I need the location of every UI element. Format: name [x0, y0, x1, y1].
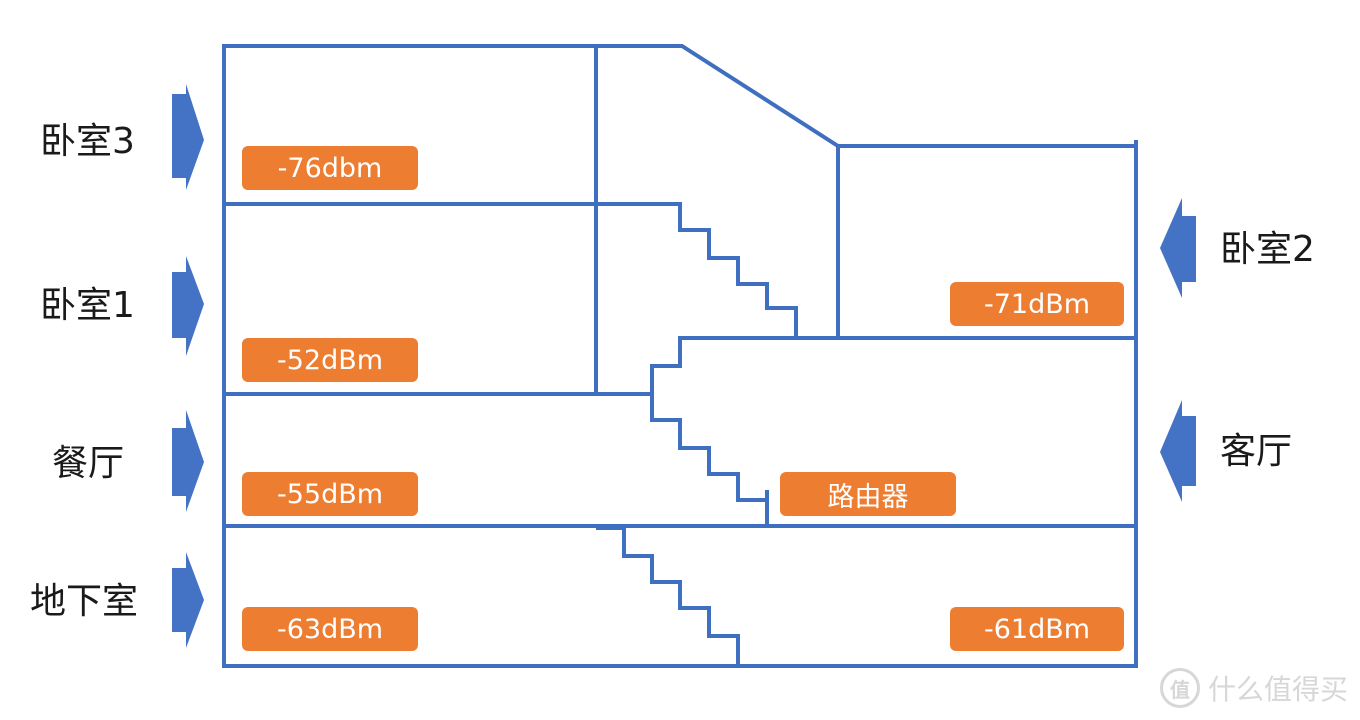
arrow-basement-icon	[172, 552, 204, 648]
signal-bedroom2: -71dBm	[950, 282, 1124, 326]
label-dining: 餐厅	[52, 443, 125, 484]
roof-line	[222, 44, 1136, 148]
arrow-living-icon	[1160, 400, 1196, 502]
arrow-bedroom3-icon	[172, 84, 204, 190]
stairs-lower	[596, 526, 740, 666]
watermark: 值 什么值得买	[1159, 668, 1348, 708]
stairs-upper	[596, 202, 798, 338]
stairs-middle-down	[650, 394, 769, 526]
arrow-bedroom1-icon	[172, 256, 204, 356]
label-bedroom1: 卧室1	[40, 285, 135, 326]
signal-basement-right: -61dBm	[950, 607, 1124, 651]
stairs-middle-up	[624, 336, 705, 396]
watermark-text: 什么值得买	[1207, 673, 1348, 706]
signal-bedroom3: -76dbm	[242, 146, 418, 190]
arrow-bedroom2-icon	[1160, 198, 1196, 298]
signal-basement-left: -63dBm	[242, 607, 418, 651]
arrow-dining-icon	[172, 410, 204, 512]
label-bedroom3: 卧室3	[40, 121, 135, 162]
label-living: 客厅	[1220, 431, 1293, 472]
signal-dining: -55dBm	[242, 472, 418, 516]
watermark-logo-icon: 值	[1159, 668, 1200, 708]
signal-bedroom1: -52dBm	[242, 338, 418, 382]
label-bedroom2: 卧室2	[1220, 229, 1315, 270]
label-basement: 地下室	[30, 581, 139, 622]
router-badge: 路由器	[780, 472, 956, 516]
